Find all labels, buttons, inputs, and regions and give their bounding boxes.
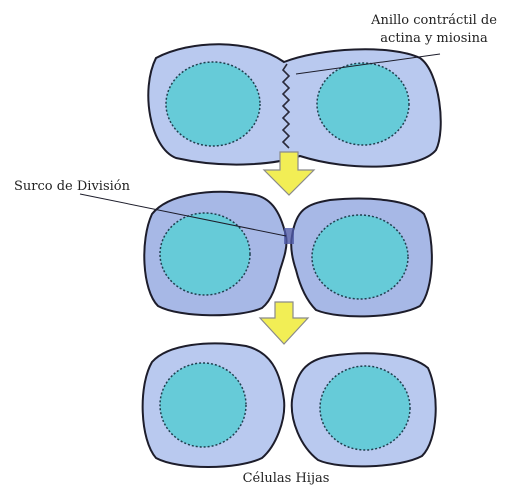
nucleus-right-stage-2 — [312, 215, 408, 299]
ring-label-line-2: actina y miosina — [380, 31, 488, 46]
stage-1-cell — [148, 44, 440, 166]
nucleus-left-stage-3 — [160, 363, 246, 447]
nucleus-left-stage-2 — [160, 213, 250, 295]
down-arrow-2 — [260, 302, 308, 344]
nucleus-right-stage-3 — [320, 366, 410, 450]
stage-3-cells — [143, 343, 436, 467]
stage-2-cell — [80, 192, 432, 317]
nucleus-right-stage-1 — [317, 63, 409, 145]
daughters-label: Células Hijas — [243, 471, 330, 486]
furrow-label: Surco de División — [14, 179, 131, 194]
nucleus-left-stage-1 — [166, 62, 260, 146]
ring-label-line-1: Anillo contráctil de — [370, 13, 497, 28]
